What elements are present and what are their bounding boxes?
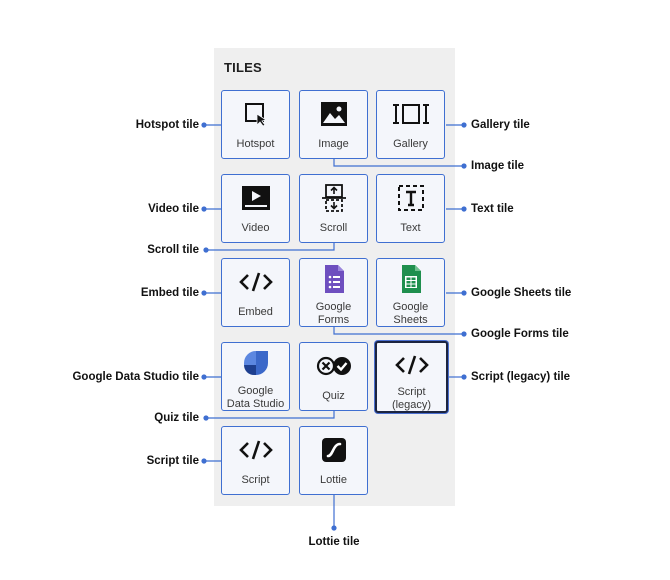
callout-script-legacy-tile: Script (legacy) tile	[471, 371, 571, 383]
google-data-studio-icon	[222, 349, 289, 377]
callout-hotspot-tile: Hotspot tile	[135, 119, 199, 131]
google-data-studio-tile-label-line2: Data Studio	[226, 398, 285, 410]
google-forms-icon	[300, 265, 367, 293]
google-forms-tile[interactable]: Google Forms	[299, 258, 368, 327]
video-tile[interactable]: Video	[221, 174, 290, 243]
video-tile-label: Video	[241, 222, 270, 234]
scroll-tile[interactable]: Scroll	[299, 174, 368, 243]
code-icon	[377, 351, 446, 379]
quiz-tile[interactable]: Quiz	[299, 342, 368, 411]
embed-tile-label: Embed	[238, 306, 273, 318]
text-tile[interactable]: Text	[376, 174, 445, 243]
script-tile-label: Script	[241, 474, 270, 486]
google-sheets-tile-label-line2: Sheets	[393, 314, 428, 326]
text-tile-label: Text	[400, 222, 421, 234]
panel-title: TILES	[224, 60, 262, 75]
lottie-tile[interactable]: Lottie	[299, 426, 368, 495]
embed-tile[interactable]: Embed	[221, 258, 290, 327]
image-tile[interactable]: Image	[299, 90, 368, 159]
google-sheets-icon	[377, 265, 444, 293]
callout-google-sheets-tile: Google Sheets tile	[471, 287, 572, 299]
callout-lottie-tile: Lottie tile	[308, 536, 360, 548]
quiz-icon	[300, 352, 367, 380]
callout-google-forms-tile: Google Forms tile	[471, 328, 569, 340]
callout-google-data-studio-tile: Google Data Studio tile	[72, 371, 199, 383]
script-legacy-tile-label-line2: (legacy)	[391, 399, 432, 411]
scroll-icon	[300, 184, 367, 212]
gallery-tile[interactable]: Gallery	[376, 90, 445, 159]
script-legacy-tile-label-line1: Script	[397, 386, 426, 398]
lottie-icon	[300, 436, 367, 464]
video-icon	[222, 184, 289, 212]
callout-scroll-tile: Scroll tile	[147, 244, 199, 256]
text-icon	[377, 184, 444, 212]
image-tile-label: Image	[318, 138, 349, 150]
gallery-tile-label: Gallery	[393, 138, 428, 150]
google-forms-tile-label-line1: Google	[315, 301, 352, 313]
callout-image-tile: Image tile	[471, 160, 525, 172]
callout-embed-tile: Embed tile	[140, 287, 199, 299]
hotspot-icon	[222, 100, 289, 128]
google-forms-tile-label-line2: Forms	[317, 314, 350, 326]
image-icon	[300, 100, 367, 128]
callout-video-tile: Video tile	[148, 203, 199, 215]
google-data-studio-tile-label-line1: Google	[237, 385, 274, 397]
lottie-tile-label: Lottie	[320, 474, 347, 486]
callout-quiz-tile: Quiz tile	[154, 412, 199, 424]
google-sheets-tile-label-line1: Google	[392, 301, 429, 313]
hotspot-tile[interactable]: Hotspot	[221, 90, 290, 159]
scroll-tile-label: Scroll	[319, 222, 348, 234]
callout-text-tile: Text tile	[471, 203, 514, 215]
google-data-studio-tile[interactable]: Google Data Studio	[221, 342, 290, 411]
code-icon	[222, 268, 289, 296]
code-icon	[222, 436, 289, 464]
script-tile[interactable]: Script	[221, 426, 290, 495]
gallery-icon	[377, 100, 444, 128]
script-legacy-tile[interactable]: Script (legacy)	[375, 341, 448, 413]
quiz-tile-label: Quiz	[322, 390, 345, 402]
callout-gallery-tile: Gallery tile	[471, 119, 530, 131]
callout-script-tile: Script tile	[146, 455, 199, 467]
hotspot-tile-label: Hotspot	[236, 138, 275, 150]
google-sheets-tile[interactable]: Google Sheets	[376, 258, 445, 327]
